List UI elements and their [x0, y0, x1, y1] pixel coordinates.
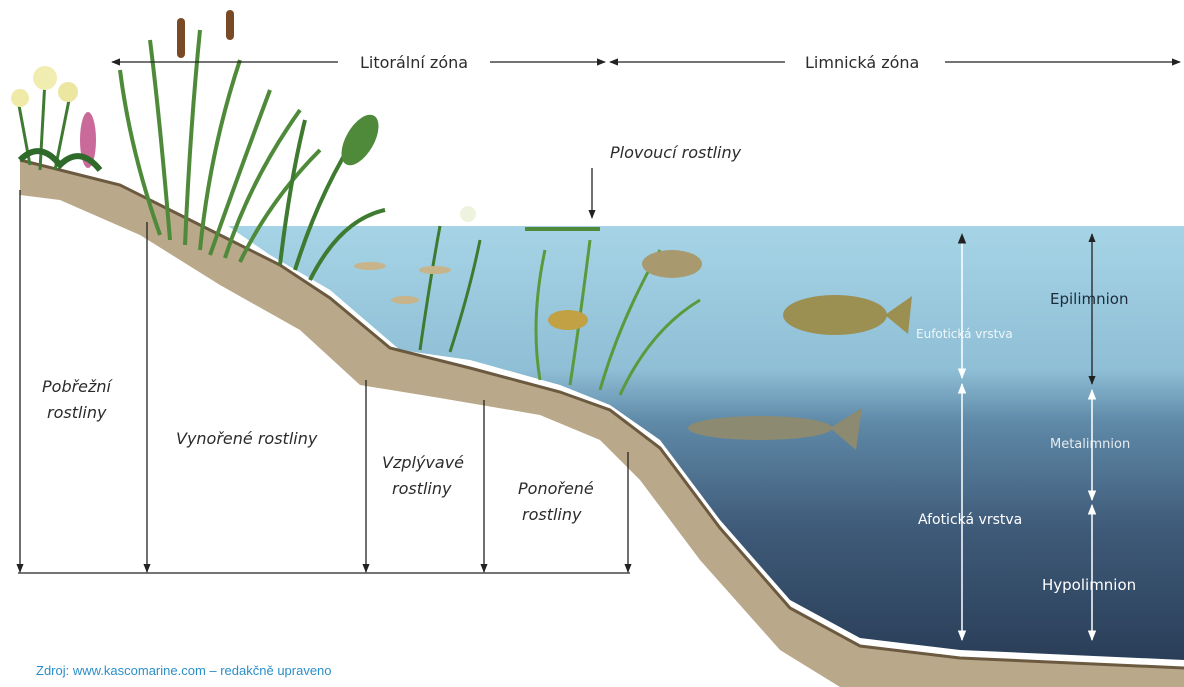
emergent-plants-label: Vynořené rostliny [176, 429, 318, 448]
submerged-label-line2: rostliny [522, 505, 582, 524]
metalimnion-label: Metalimnion [1050, 437, 1130, 452]
hypolimnion-label: Hypolimnion [1042, 576, 1136, 594]
floating-leaved-label-line1: Vzplývavé [382, 453, 464, 472]
epilimnion-label: Epilimnion [1050, 290, 1128, 308]
shore-plants-label-line2: rostliny [47, 403, 107, 422]
floating-plants-label: Plovoucí rostliny [610, 143, 742, 162]
littoral-zone-label: Litorální zóna [360, 53, 468, 72]
lake-water [228, 226, 1184, 660]
submerged-label-line1: Ponořené [518, 479, 594, 498]
aphotic-label: Afotická vrstva [918, 512, 1022, 528]
floating-leaved-label-line2: rostliny [392, 479, 452, 498]
shore-plants-label-line1: Pobřežní [42, 377, 114, 396]
shore-plants [11, 66, 100, 170]
limnic-zone-label: Limnická zóna [805, 53, 919, 72]
euphotic-label: Eufotická vrstva [916, 327, 1013, 341]
source-credit: Zdroj: www.kascomarine.com – redakčně up… [36, 663, 332, 678]
